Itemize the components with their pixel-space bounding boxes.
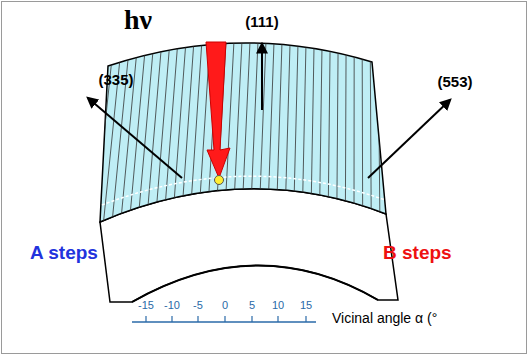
axis-tick-label: 10	[272, 300, 284, 311]
beam-spot	[215, 176, 224, 185]
facet-label: (335)	[98, 72, 133, 87]
step-lines	[94, 20, 380, 230]
axis-ticks	[146, 316, 306, 322]
crystal-underside	[132, 265, 378, 302]
axis-line	[132, 321, 316, 323]
axis-tick-label: 0	[222, 300, 228, 311]
step-type-label: B steps	[383, 243, 452, 262]
normal-arrow	[261, 44, 263, 110]
axis-title: Vicinal angle α (°	[332, 311, 437, 325]
axis-tick-label: -5	[193, 300, 203, 311]
axis-tick-label: -15	[138, 300, 154, 311]
normal-arrow	[88, 98, 182, 178]
scan-line	[102, 176, 385, 205]
axis-tick-label: -10	[164, 300, 180, 311]
photon-beam	[206, 42, 230, 178]
axis-tick-label: 15	[300, 300, 312, 311]
axis-tick-label: 5	[249, 300, 255, 311]
facet-label: (111)	[245, 14, 278, 29]
step-type-label: A steps	[30, 243, 98, 262]
photon-label: hν	[124, 6, 152, 34]
normal-arrow	[368, 100, 450, 178]
facet-label: (553)	[437, 74, 472, 89]
